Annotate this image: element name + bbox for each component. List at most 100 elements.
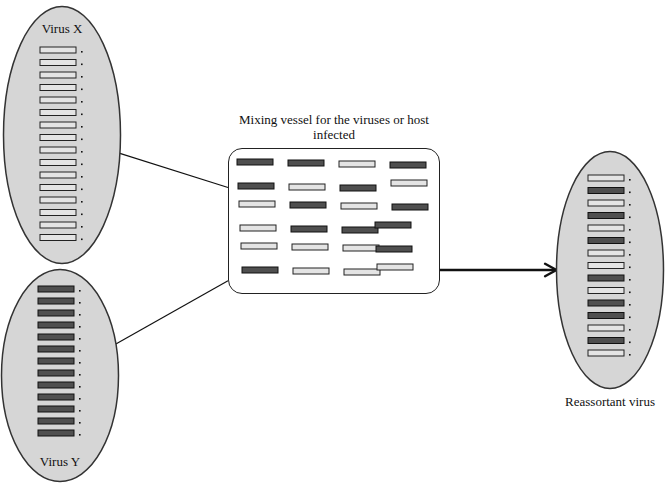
segment-dot xyxy=(629,229,631,231)
gene-segment xyxy=(40,97,76,103)
gene-segments xyxy=(40,47,83,241)
segment-dot xyxy=(79,374,81,376)
connector-arrow xyxy=(440,264,557,276)
gene-segment xyxy=(588,275,624,281)
gene-segment xyxy=(588,325,624,331)
gene-segment xyxy=(38,334,74,340)
gene-segment xyxy=(38,418,74,424)
virus-label: Virus X xyxy=(2,21,122,36)
reassortant-genome: Reassortant virus xyxy=(555,150,665,409)
gene-segment xyxy=(390,162,426,168)
gene-segment xyxy=(38,310,74,316)
gene-segment xyxy=(40,60,76,66)
gene-segment xyxy=(40,172,76,178)
gene-segments xyxy=(588,175,631,356)
gene-segment xyxy=(588,263,624,269)
segment-dot xyxy=(79,302,81,304)
segment-dot xyxy=(79,434,81,436)
connector-line xyxy=(116,281,228,344)
gene-segment xyxy=(341,203,377,209)
gene-segment xyxy=(40,47,76,53)
gene-segment xyxy=(40,235,76,241)
gene-segment xyxy=(38,286,74,292)
segment-dot xyxy=(629,279,631,281)
segment-dot xyxy=(79,290,81,292)
segment-dot xyxy=(81,126,83,128)
gene-segment xyxy=(40,160,76,166)
gene-segment xyxy=(588,200,624,206)
gene-segment xyxy=(292,244,328,250)
segment-dot xyxy=(81,239,83,241)
mixing-vessel: Mixing vessel for the viruses or host in… xyxy=(228,112,440,294)
gene-segment xyxy=(40,72,76,78)
mixed-segments xyxy=(229,149,438,292)
gene-segment xyxy=(38,370,74,376)
gene-segment xyxy=(343,245,379,251)
gene-segment xyxy=(588,175,624,181)
segment-dot xyxy=(629,317,631,319)
segment-dot xyxy=(81,176,83,178)
gene-segment xyxy=(588,188,624,194)
gene-segment xyxy=(376,246,412,252)
virus-x-genome: Virus X xyxy=(2,5,122,265)
virus-label: Reassortant virus xyxy=(555,394,665,409)
segment-dot xyxy=(79,314,81,316)
gene-segment xyxy=(392,204,428,210)
segment-dot xyxy=(81,139,83,141)
gene-segment xyxy=(238,183,274,189)
segment-dot xyxy=(629,354,631,356)
gene-segment xyxy=(38,298,74,304)
gene-segment xyxy=(588,288,624,294)
gene-segment xyxy=(40,147,76,153)
vessel-heading: Mixing vessel for the viruses or host in… xyxy=(228,112,440,142)
gene-segment xyxy=(239,201,275,207)
gene-segment xyxy=(40,85,76,91)
segment-dot xyxy=(629,204,631,206)
virus-particle xyxy=(557,152,664,389)
gene-segment xyxy=(588,250,624,256)
segment-dot xyxy=(629,329,631,331)
gene-segment xyxy=(293,268,329,274)
virus-label: Virus Y xyxy=(0,454,120,469)
gene-segment xyxy=(339,161,375,167)
gene-segment xyxy=(40,185,76,191)
segment-dot xyxy=(79,350,81,352)
vessel-outline xyxy=(228,148,440,294)
connector-line xyxy=(120,153,228,187)
segment-dot xyxy=(79,422,81,424)
gene-segment xyxy=(240,225,276,231)
gene-segment xyxy=(241,243,277,249)
gene-segment xyxy=(40,135,76,141)
gene-segment xyxy=(38,346,74,352)
segment-dot xyxy=(81,214,83,216)
segment-dot xyxy=(629,342,631,344)
gene-segment xyxy=(391,180,427,186)
segment-dot xyxy=(79,362,81,364)
gene-segment xyxy=(342,227,378,233)
segment-dot xyxy=(81,101,83,103)
gene-segment xyxy=(290,202,326,208)
gene-segment xyxy=(38,382,74,388)
segment-dot xyxy=(629,179,631,181)
segment-dot xyxy=(81,76,83,78)
connector-path xyxy=(116,281,228,344)
gene-segment xyxy=(38,430,74,436)
gene-segments xyxy=(38,286,81,436)
virus-particle xyxy=(2,270,119,482)
gene-segment xyxy=(375,222,411,228)
segment-dot xyxy=(79,410,81,412)
segment-dot xyxy=(79,326,81,328)
gene-segment xyxy=(40,110,76,116)
segment-dot xyxy=(81,89,83,91)
segment-dot xyxy=(81,114,83,116)
gene-segment xyxy=(340,185,376,191)
gene-segment xyxy=(588,238,624,244)
segment-dot xyxy=(629,192,631,194)
virus-outline xyxy=(555,150,665,390)
gene-segment xyxy=(588,313,624,319)
segment-dot xyxy=(81,164,83,166)
gene-segment xyxy=(38,322,74,328)
gene-segment xyxy=(242,267,278,273)
gene-segment xyxy=(38,394,74,400)
